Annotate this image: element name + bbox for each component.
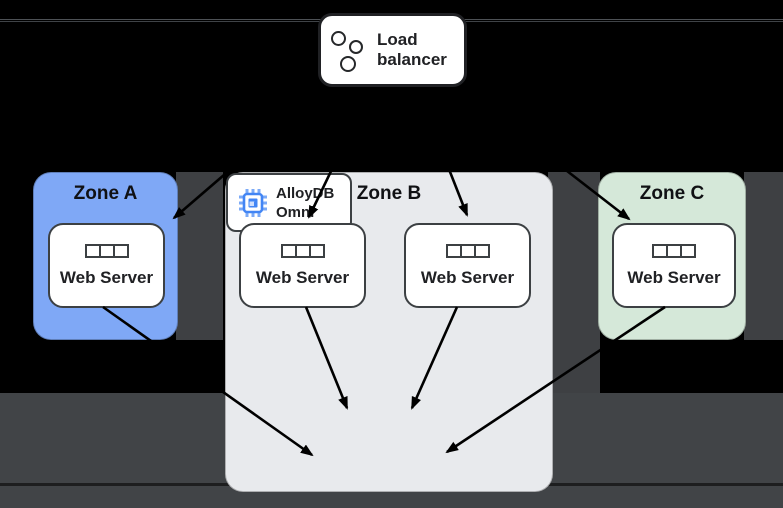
background-block [176, 172, 223, 340]
server-rack-icon [652, 243, 696, 258]
load-balancer-label: Load balancer [377, 30, 447, 69]
zone-a: Zone A Web Server [33, 172, 178, 340]
web-server-label: Web Server [255, 267, 350, 287]
zone-b-web-server-node-2: Web Server [404, 223, 531, 308]
web-server-label: Web Server [420, 267, 515, 287]
zone-b-web-server-node-1: Web Server [239, 223, 366, 308]
zone-c: Zone C Web Server [598, 172, 746, 340]
zone-b-label: Zone B [356, 183, 422, 204]
web-server-label: Web Server [59, 267, 154, 287]
server-rack-icon [280, 243, 325, 258]
load-balancer-node: Load balancer [318, 13, 467, 87]
server-rack-icon [445, 243, 490, 258]
background-block [548, 172, 600, 393]
zone-c-web-server-node: Web Server [612, 223, 736, 308]
background-block [744, 172, 783, 340]
zone-a-web-server-node: Web Server [48, 223, 165, 308]
zone-a-label: Zone A [73, 183, 138, 204]
zone-c-label: Zone C [639, 183, 705, 204]
web-server-label: Web Server [627, 267, 721, 287]
zone-b: Zone B Web Server Web Server [225, 172, 553, 492]
server-rack-icon [84, 243, 129, 258]
